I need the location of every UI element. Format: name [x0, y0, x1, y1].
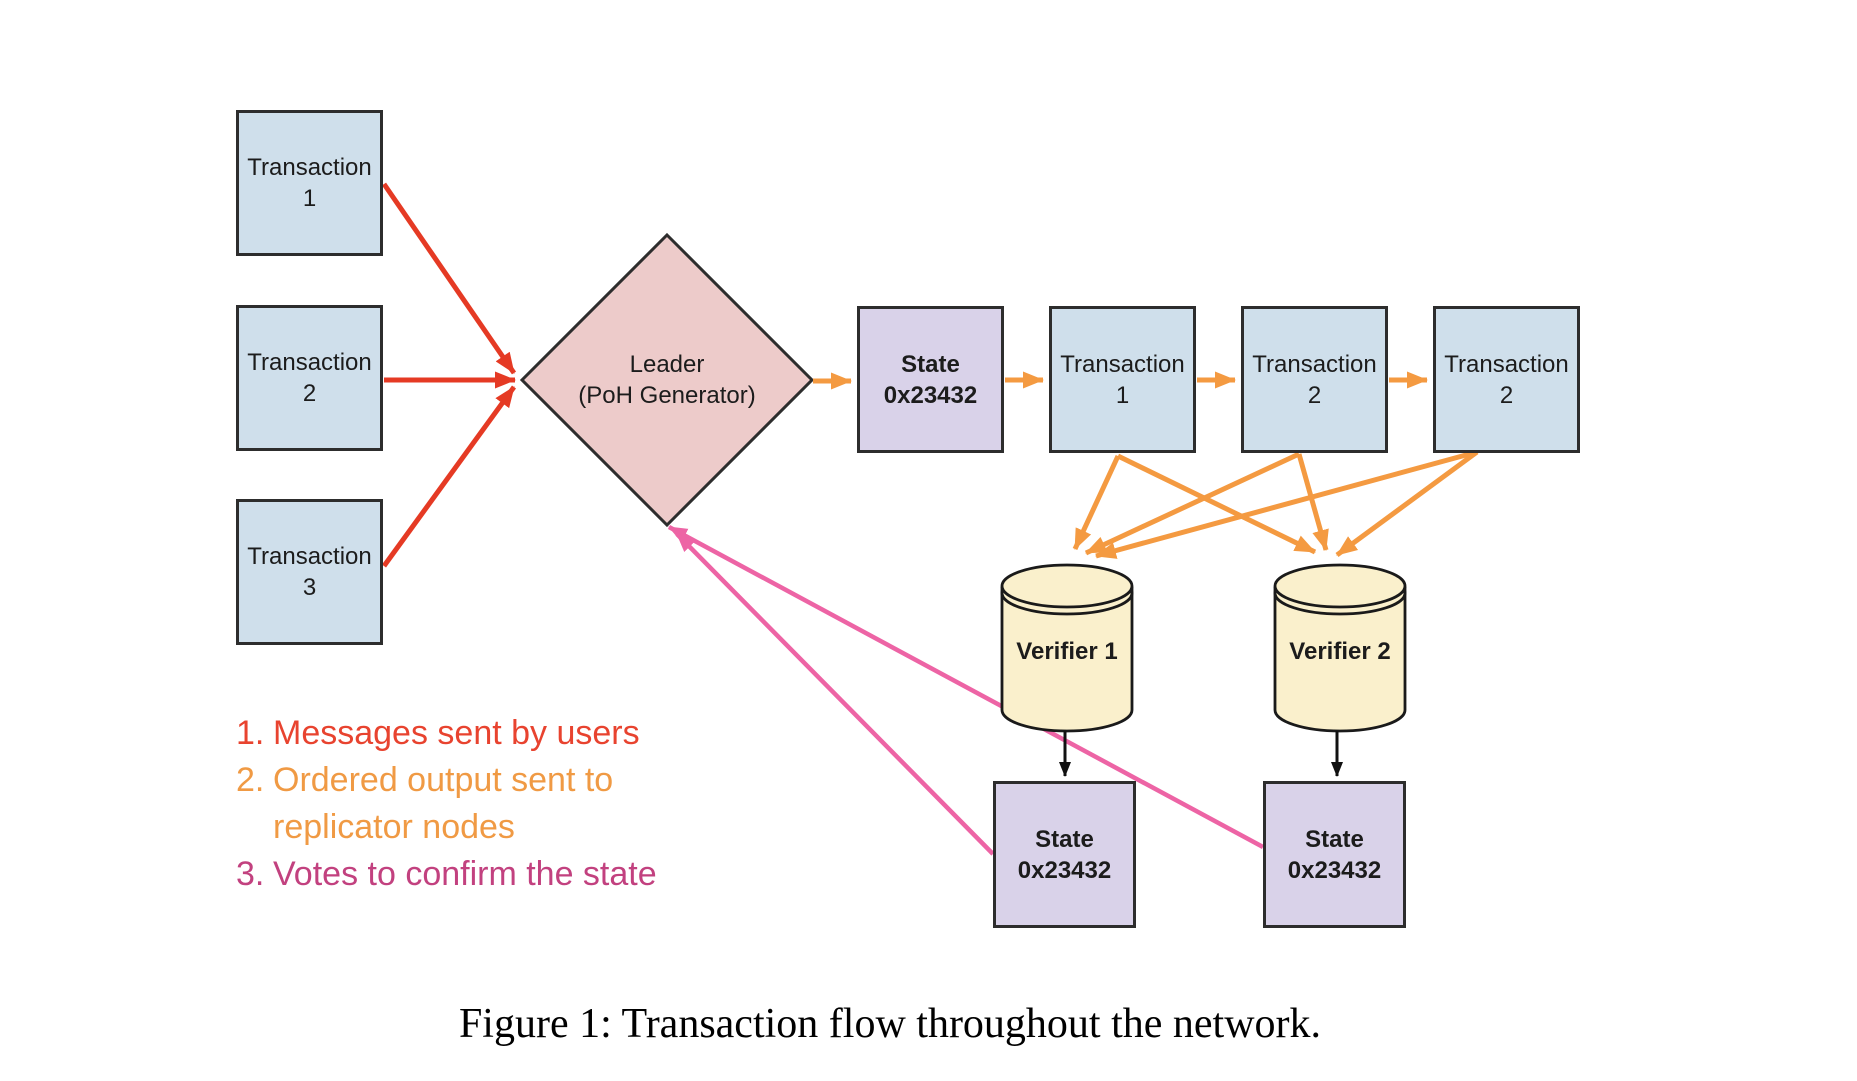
node-chain-transaction-2b: Transaction 2 [1433, 306, 1580, 453]
node-state-verifier-2-hash: 0x23432 [1287, 856, 1382, 884]
legend-item-1-number: 1. [236, 714, 265, 752]
legend-item-3-number: 3. [236, 855, 265, 893]
node-state-verifier-2: State 0x23432 [1263, 781, 1406, 928]
node-transaction-3-label: Transaction [247, 543, 372, 570]
node-state-verifier-1: State 0x23432 [993, 781, 1136, 928]
leader-node-label: Leader (PoH Generator) [517, 349, 817, 411]
node-chain-transaction-2: Transaction 2 [1241, 306, 1388, 453]
legend-item-ordered-output: 2. Ordered output sent to replicator nod… [236, 757, 738, 851]
legend: 1. Messages sent by users 2. Ordered out… [236, 710, 738, 898]
node-transaction-3-number: 3 [302, 574, 317, 601]
node-transaction-1-label: Transaction [247, 154, 372, 181]
node-chain-transaction-1-number: 1 [1115, 381, 1130, 409]
arrow-chaintx2-to-verifier2 [1296, 453, 1329, 551]
arrow-chaintx2b-to-verifier1 [1095, 449, 1478, 559]
leader-diamond-shape [519, 232, 815, 528]
leader-label-line1: Leader [629, 351, 705, 378]
arrow-chaintx2-to-verifier1 [1084, 451, 1301, 556]
node-transaction-1-number: 1 [302, 185, 317, 212]
figure-caption: Figure 1: Transaction flow throughout th… [458, 1001, 1322, 1047]
node-transaction-2-label: Transaction [247, 349, 372, 376]
node-transaction-2: Transaction 2 [236, 305, 383, 451]
legend-item-3-text: Votes to confirm the state [273, 855, 657, 893]
verifier-2-label: Verifier 2 [1260, 635, 1420, 667]
node-state-top-hash: 0x23432 [883, 381, 978, 409]
node-chain-transaction-2b-label: Transaction [1444, 350, 1569, 378]
legend-item-1-text: Messages sent by users [273, 714, 640, 752]
arrow-tx1-to-leader [381, 182, 517, 375]
node-state-verifier-1-hash: 0x23432 [1017, 856, 1112, 884]
legend-item-2-number: 2. [236, 761, 265, 799]
arrow-statev2-to-leader [667, 525, 1265, 849]
leader-label-line2: (PoH Generator) [578, 382, 756, 409]
node-transaction-1: Transaction 1 [236, 110, 383, 256]
arrow-tx3-to-leader [381, 385, 517, 568]
node-chain-transaction-2b-number: 2 [1499, 381, 1514, 409]
node-state-verifier-2-label: State [1305, 825, 1364, 853]
verifier1-cylinder-shape [1000, 563, 1134, 733]
verifier2-cylinder-shape [1273, 563, 1407, 733]
verifier-1-label: Verifier 1 [987, 635, 1147, 667]
node-state-top: State 0x23432 [857, 306, 1004, 453]
node-state-verifier-1-label: State [1035, 825, 1094, 853]
arrow-chaintx1-to-verifier2 [1116, 453, 1317, 555]
legend-item-messages: 1. Messages sent by users [236, 710, 738, 757]
node-chain-transaction-2-number: 2 [1307, 381, 1322, 409]
arrow-chaintx1-to-verifier1 [1072, 454, 1121, 551]
arrow-statev1-to-leader [675, 532, 995, 856]
verifier-1-label-text: Verifier 1 [1016, 637, 1118, 665]
node-chain-transaction-1-label: Transaction [1060, 350, 1185, 378]
arrow-chaintx2b-to-verifier2 [1335, 449, 1479, 558]
node-transaction-3: Transaction 3 [236, 499, 383, 645]
legend-item-2-text: Ordered output sent to replicator nodes [273, 761, 614, 846]
node-chain-transaction-1: Transaction 1 [1049, 306, 1196, 453]
node-transaction-2-number: 2 [302, 380, 317, 407]
node-chain-transaction-2-label: Transaction [1252, 350, 1377, 378]
verifier-2-label-text: Verifier 2 [1289, 637, 1391, 665]
node-state-top-label: State [901, 350, 960, 378]
legend-item-votes: 3. Votes to confirm the state [236, 851, 738, 898]
